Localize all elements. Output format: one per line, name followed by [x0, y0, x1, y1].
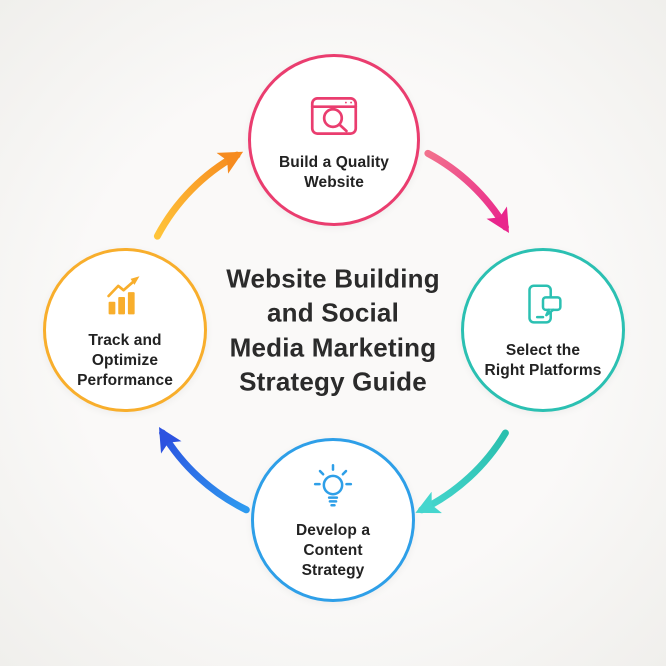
arrow-top-to-right	[424, 149, 510, 234]
bar-chart-arrow-icon	[98, 269, 152, 323]
step-build-quality-website: Build a Quality Website	[248, 54, 420, 226]
browser-search-icon	[305, 87, 363, 145]
phone-chat-icon	[516, 279, 570, 333]
step-label: Select the Right Platforms	[484, 342, 602, 379]
arrow-right-to-bottom	[415, 429, 509, 514]
page-title: Website Building and Social Media Market…	[226, 263, 440, 397]
step-track-optimize-performance: Track and Optimize Performance	[43, 248, 207, 412]
arrow-bottom-to-left	[158, 426, 250, 514]
arrow-left-to-top	[153, 151, 244, 240]
step-develop-content-strategy: Develop a Content Strategy	[251, 438, 415, 602]
step-label: Develop a Content Strategy	[295, 522, 371, 579]
step-label: Track and Optimize Performance	[77, 332, 173, 389]
step-label: Build a Quality Website	[278, 154, 389, 191]
lightbulb-icon	[306, 459, 360, 513]
step-select-right-platforms: Select the Right Platforms	[461, 248, 625, 412]
